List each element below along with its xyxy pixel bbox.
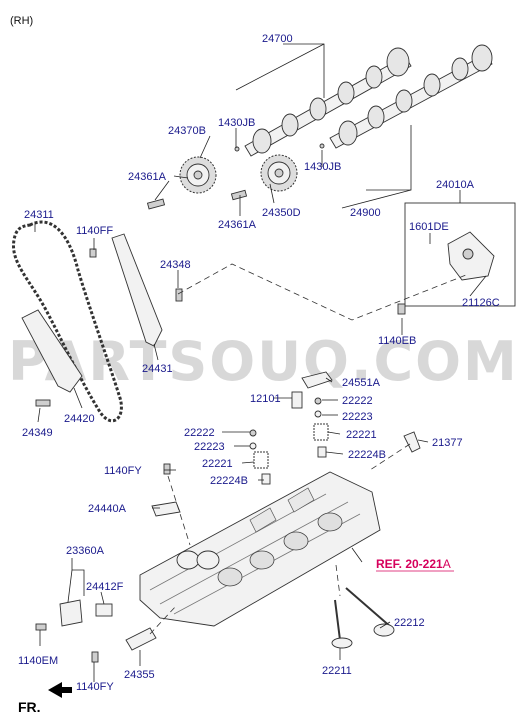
label-1140eb: 1140EB [378, 335, 416, 347]
timing-chain[interactable] [11, 220, 123, 423]
label-1430jb-b: 1430JB [304, 161, 341, 173]
label-1140ff: 1140FF [76, 225, 113, 237]
label-24348: 24348 [160, 259, 191, 271]
intake-cam-sprocket[interactable] [179, 156, 217, 194]
bracket-24440a[interactable] [151, 501, 181, 517]
label-22211: 22211 [322, 665, 352, 677]
lower-sensor-dash [149, 605, 177, 635]
chain-tensioner-arm[interactable] [21, 309, 83, 393]
front-arrow-icon [48, 682, 72, 698]
label-22224b-b: 22224B [210, 475, 248, 487]
sprocket-bolt-right[interactable] [230, 189, 248, 201]
label-23360a: 23360A [66, 545, 105, 557]
valve-spring-b[interactable] [253, 451, 269, 469]
label-24900: 24900 [350, 207, 381, 219]
guide-bolt[interactable] [175, 288, 183, 302]
tensioner-bolt[interactable] [35, 399, 51, 407]
valve-seal-b[interactable] [261, 473, 271, 485]
watermark: PARTSOUQ.COM [8, 330, 519, 393]
sensor-dash [369, 443, 411, 471]
variant-label: (RH) [10, 15, 33, 27]
sprocket-bolt-left[interactable] [146, 198, 166, 210]
bolt-1140em[interactable] [35, 623, 47, 631]
label-21377: 21377 [432, 437, 463, 449]
cam-sensor-24355[interactable] [125, 627, 157, 651]
label-24420: 24420 [64, 413, 95, 425]
label-24010a: 24010A [436, 179, 475, 191]
cam-position-sensor[interactable] [403, 431, 421, 453]
valve-cotter-a[interactable] [314, 397, 322, 405]
label-22222-a: 22222 [342, 395, 373, 407]
front-label: FR. [18, 699, 41, 715]
svg-text:REF. 20-221A: REF. 20-221A [376, 557, 451, 571]
label-22221-a: 22221 [346, 429, 377, 441]
valve-seal-a[interactable] [317, 446, 327, 458]
label-24440a: 24440A [88, 503, 127, 515]
label-24311: 24311 [24, 209, 54, 221]
label-1140fy-a: 1140FY [104, 465, 142, 477]
lash-adjuster[interactable] [291, 391, 303, 409]
label-24551a: 24551A [342, 377, 381, 389]
reference-link[interactable]: REF. 20-221A [376, 557, 454, 572]
label-24431: 24431 [142, 363, 173, 375]
bolt-1140ff[interactable] [89, 248, 97, 258]
intake-valve[interactable] [345, 587, 395, 637]
label-22224b-a: 22224B [348, 449, 386, 461]
valve-dash [335, 564, 341, 597]
valve-retainer-a[interactable] [314, 410, 322, 418]
oil-control-valve[interactable] [59, 599, 113, 627]
exhaust-cam-sprocket[interactable] [260, 154, 298, 192]
label-24412f: 24412F [86, 581, 124, 593]
label-22212: 22212 [394, 617, 425, 629]
label-24361a-a: 24361A [128, 171, 167, 183]
label-24361a-b: 24361A [218, 219, 257, 231]
label-1140em: 1140EM [18, 655, 58, 667]
leader-lines [34, 43, 487, 682]
hydraulic-tensioner[interactable] [447, 231, 495, 281]
bolt-1140eb[interactable] [397, 303, 406, 315]
valve-spring-a[interactable] [313, 423, 329, 441]
label-22223-a: 22223 [342, 411, 373, 423]
label-1601de: 1601DE [409, 221, 449, 233]
label-24349: 24349 [22, 427, 53, 439]
exhaust-camshaft[interactable] [329, 44, 493, 149]
label-24370b: 24370B [168, 125, 206, 137]
label-12101: 12101 [250, 393, 281, 405]
exhaust-valve[interactable] [331, 599, 353, 649]
pin-right[interactable] [319, 143, 325, 149]
label-1430jb-a: 1430JB [218, 117, 255, 129]
oil-valve-dash [167, 475, 191, 546]
bolt-1140fy-upper[interactable] [163, 463, 171, 475]
intake-camshaft[interactable] [244, 47, 412, 157]
label-22221-b: 22221 [202, 458, 233, 470]
valve-cotter-b[interactable] [249, 429, 257, 437]
tensioner-dash-line [177, 263, 467, 321]
timing-chain-guide[interactable] [111, 233, 163, 347]
label-24350d: 24350D [262, 207, 301, 219]
label-1140fy-b: 1140FY [76, 681, 114, 693]
cylinder-head[interactable] [139, 471, 381, 627]
rocker-arm[interactable] [301, 371, 333, 389]
label-22222-b: 22222 [184, 427, 215, 439]
label-24700: 24700 [262, 33, 293, 45]
label-24355: 24355 [124, 669, 155, 681]
bolt-1140fy-lower[interactable] [91, 651, 99, 663]
label-21126c: 21126C [462, 297, 500, 309]
valve-retainer-b[interactable] [249, 442, 257, 450]
label-22223-b: 22223 [194, 441, 225, 453]
